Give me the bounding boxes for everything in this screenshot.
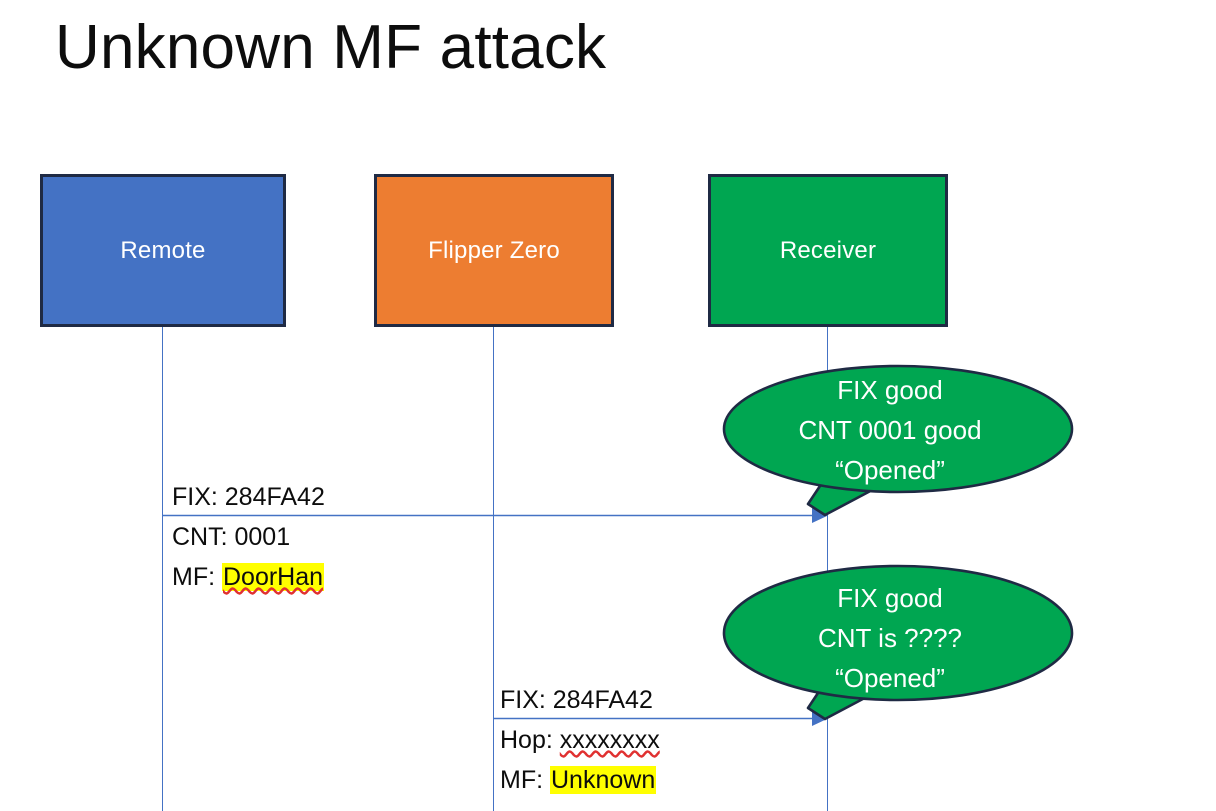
message-2-mf-prefix: MF:: [500, 766, 550, 794]
actor-box-receiver[interactable]: Receiver: [708, 174, 948, 327]
actor-label-remote: Remote: [120, 236, 206, 264]
callout-bubble-2[interactable]: FIX good CNT is ???? “Opened”: [716, 558, 1080, 733]
lifeline-flipper: [493, 327, 494, 811]
message-1-cnt-line: CNT: 0001: [172, 517, 324, 557]
message-2-above-label: FIX: 284FA42: [500, 686, 653, 714]
message-1-mf-value-highlighted: DoorHan: [222, 563, 325, 591]
actor-box-flipper[interactable]: Flipper Zero: [374, 174, 614, 327]
message-arrow-2: [493, 711, 828, 726]
message-1-above-label: FIX: 284FA42: [172, 483, 325, 511]
message-2-below-label: Hop: xxxxxxxx MF: Unknown: [500, 720, 660, 800]
lifeline-remote: [162, 327, 163, 811]
message-1-below-label: CNT: 0001 MF: DoorHan: [172, 517, 325, 597]
message-2-hop-line: Hop: xxxxxxxx: [500, 720, 660, 760]
message-1-mf-prefix: MF:: [172, 563, 222, 591]
callout-bubble-1-shape: [722, 364, 1074, 517]
message-1-cnt-text: CNT: 0001: [172, 523, 291, 551]
message-arrow-1: [162, 508, 828, 523]
actor-label-flipper: Flipper Zero: [428, 236, 560, 264]
message-2-hop-prefix: Hop:: [500, 726, 560, 754]
page-title: Unknown MF attack: [55, 13, 607, 82]
lifeline-receiver: [827, 327, 828, 811]
actor-label-receiver: Receiver: [779, 236, 877, 264]
callout-bubble-1[interactable]: FIX good CNT 0001 good “Opened”: [716, 352, 1080, 527]
message-2-mf-value-highlighted: Unknown: [550, 766, 657, 794]
message-1-mf-line: MF: DoorHan: [172, 557, 325, 597]
actor-box-remote[interactable]: Remote: [40, 174, 286, 327]
callout-bubble-2-shape: [722, 564, 1074, 721]
message-2-mf-line: MF: Unknown: [500, 760, 660, 800]
message-2-hop-value: xxxxxxxx: [559, 726, 660, 754]
